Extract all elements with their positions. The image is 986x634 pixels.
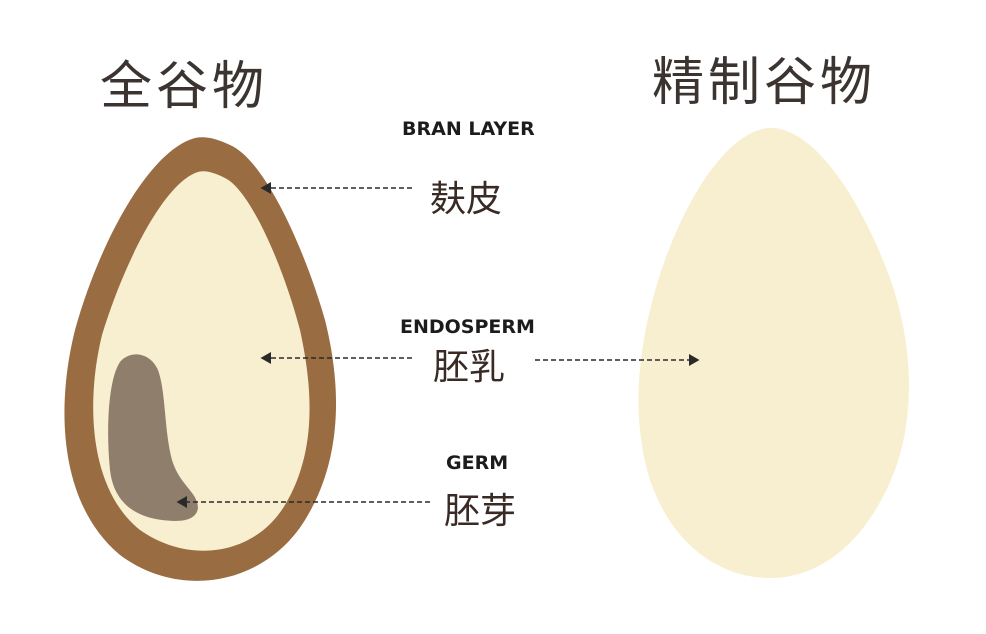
endosperm-label-zh: 胚乳 — [433, 347, 506, 388]
refined-grain-endosperm — [638, 127, 909, 579]
endosperm-label-en: ENDOSPERM — [400, 316, 535, 338]
whole-grain-title: 全谷物 — [100, 57, 269, 117]
refined-grain-title: 精制谷物 — [652, 53, 877, 113]
bran-label-zh: 麸皮 — [430, 179, 503, 220]
germ-label-zh: 胚芽 — [444, 491, 517, 532]
germ-label-en: GERM — [446, 452, 509, 474]
whole-grain-germ — [108, 354, 198, 521]
bran-label-en: BRAN LAYER — [402, 118, 535, 140]
